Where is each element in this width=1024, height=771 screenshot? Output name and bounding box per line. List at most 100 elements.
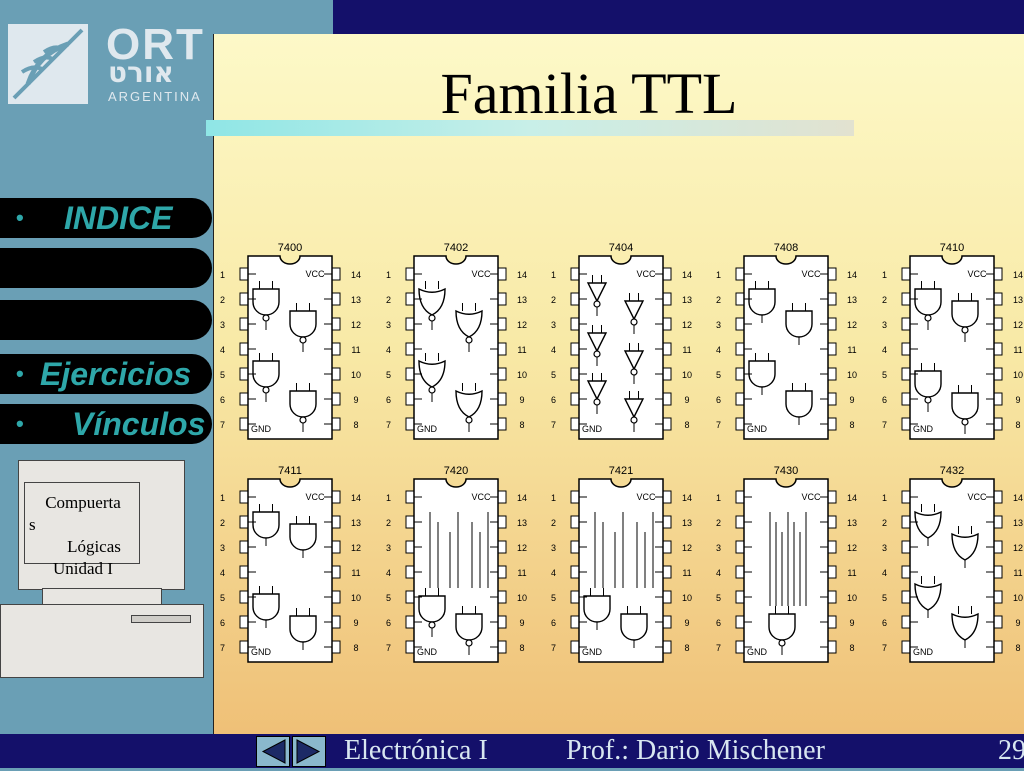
pin-number-left: 3 xyxy=(386,320,391,330)
pin-number-right: 12 xyxy=(517,320,527,330)
nand-gate-symbol xyxy=(914,288,942,316)
chip-pin xyxy=(405,540,415,554)
chip-pin xyxy=(331,490,341,504)
gnd-label: GND xyxy=(913,424,934,434)
nav-item-indice[interactable]: • INDICE xyxy=(0,198,212,238)
inverter-bubble xyxy=(924,396,932,404)
pin-number-left: 1 xyxy=(882,270,887,280)
pin-number-left: 1 xyxy=(716,493,721,503)
chip-pin xyxy=(662,590,672,604)
pin-number-left: 6 xyxy=(882,618,887,628)
nav-item-label: Vínculos xyxy=(72,406,206,442)
gnd-label: GND xyxy=(417,424,438,434)
chip-pin xyxy=(901,292,911,306)
inverter-bubble xyxy=(299,336,307,344)
chip-pin xyxy=(901,640,911,654)
chip-pin xyxy=(993,515,1003,529)
nav-item-label: Ejercicios xyxy=(40,356,192,392)
not-gate-symbol xyxy=(623,300,645,321)
nav-item-blank-2[interactable] xyxy=(0,300,212,340)
pin-number-right: 14 xyxy=(847,493,857,503)
chip-body xyxy=(247,478,333,663)
and-gate-symbol xyxy=(252,511,280,539)
pin-number-left: 5 xyxy=(882,370,887,380)
inverter-bubble xyxy=(630,318,638,326)
chip-pin xyxy=(662,317,672,331)
chip-body xyxy=(247,255,333,440)
chip-body xyxy=(578,478,664,663)
pin-number-left: 4 xyxy=(386,568,391,578)
pin-number-left: 2 xyxy=(551,518,556,528)
pin-number-right: 13 xyxy=(1013,295,1023,305)
pin-number-left: 5 xyxy=(551,370,556,380)
chip-pin xyxy=(662,565,672,579)
pin-number-left: 6 xyxy=(551,618,556,628)
pin-number-left: 7 xyxy=(551,643,556,653)
pin-number-right: 10 xyxy=(682,370,692,380)
chip-pin xyxy=(827,267,837,281)
inverter-bubble xyxy=(778,639,786,647)
chip-pin xyxy=(331,317,341,331)
nav-item-blank-1[interactable] xyxy=(0,248,212,288)
prev-slide-button[interactable] xyxy=(256,736,290,767)
disk-slot xyxy=(131,615,191,623)
chip-pin xyxy=(331,640,341,654)
pin-number-right: 11 xyxy=(682,345,691,355)
pin-number-right: 11 xyxy=(517,345,526,355)
nav-item-vinculos[interactable]: • Vínculos xyxy=(0,404,212,444)
pin-number-right: 10 xyxy=(847,593,857,603)
and-gate-symbol xyxy=(289,615,317,643)
chip-pin xyxy=(497,317,507,331)
inverter-bubble xyxy=(262,386,270,394)
computer-graphic[interactable]: Compuerta s Lógicas Unidad I xyxy=(0,460,212,680)
pin-number-right: 12 xyxy=(1013,320,1023,330)
pin-number-left: 2 xyxy=(551,295,556,305)
nav-item-ejercicios[interactable]: • Ejercicios xyxy=(0,354,212,394)
chip-pin xyxy=(405,267,415,281)
inverter-bubble xyxy=(299,416,307,424)
chip-pin xyxy=(570,590,580,604)
chip-body xyxy=(909,478,995,663)
chip-pin xyxy=(993,565,1003,579)
and-gate-symbol xyxy=(289,523,317,551)
chip-pin xyxy=(827,490,837,504)
pin-number-left: 3 xyxy=(386,543,391,553)
chip-pin xyxy=(497,342,507,356)
chip-pin xyxy=(405,515,415,529)
pin-number-right: 10 xyxy=(351,593,361,603)
pin-number-left: 4 xyxy=(220,345,225,355)
next-slide-button[interactable] xyxy=(292,736,326,767)
vcc-label: VCC xyxy=(471,492,491,502)
chip-pin xyxy=(993,640,1003,654)
pin-number-right: 13 xyxy=(517,518,527,528)
chip-pin xyxy=(735,590,745,604)
pin-number-right: 14 xyxy=(351,270,361,280)
chip-pin xyxy=(735,417,745,431)
chip-pin xyxy=(662,640,672,654)
chip-pin xyxy=(993,392,1003,406)
chip-pin xyxy=(331,615,341,629)
chip-pin xyxy=(993,615,1003,629)
pin-number-left: 3 xyxy=(220,320,225,330)
inverter-bubble xyxy=(961,418,969,426)
pin-number-right: 9 xyxy=(353,618,358,628)
chip-pin xyxy=(901,540,911,554)
chip-pin xyxy=(497,565,507,579)
professor-name: Prof.: Dario Mischener xyxy=(566,735,825,766)
pin-number-right: 13 xyxy=(351,518,361,528)
inverter-bubble xyxy=(593,300,601,308)
and-gate-symbol xyxy=(748,360,776,388)
gnd-label: GND xyxy=(747,647,768,657)
pin-number-left: 1 xyxy=(386,270,391,280)
pin-number-left: 5 xyxy=(386,593,391,603)
chip-pin xyxy=(735,515,745,529)
footer-bar xyxy=(0,734,1024,768)
pin-number-left: 1 xyxy=(882,493,887,503)
pin-number-left: 5 xyxy=(551,593,556,603)
chip-pin xyxy=(827,342,837,356)
pin-number-right: 14 xyxy=(682,270,692,280)
chip-pin xyxy=(239,565,249,579)
chip-pin xyxy=(901,490,911,504)
computer-base xyxy=(0,604,204,678)
